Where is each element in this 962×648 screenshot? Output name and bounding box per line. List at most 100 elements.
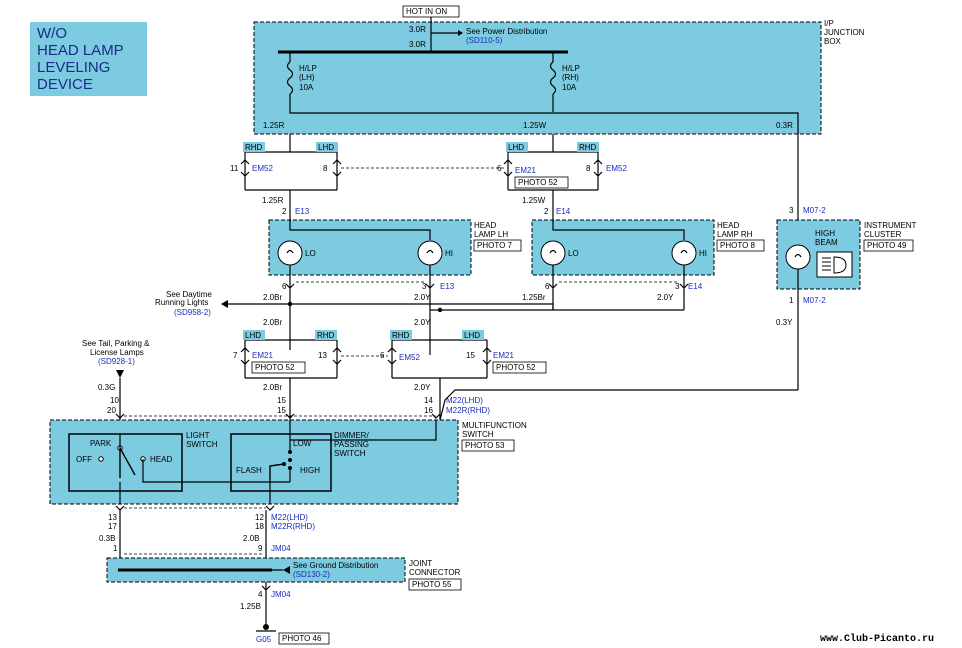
tag-rhd-2: RHD bbox=[579, 143, 597, 152]
title-line-4: DEVICE bbox=[37, 76, 93, 93]
fuse-lh-l2: (LH) bbox=[299, 73, 315, 82]
lamp-connector-chevrons bbox=[285, 283, 689, 289]
hl-lh-hi: HI bbox=[445, 249, 453, 258]
dim-contact-2 bbox=[288, 458, 292, 462]
lh-wire-hi: 2.0Y bbox=[414, 293, 431, 302]
hl-rh-common bbox=[552, 220, 685, 240]
jbox-internal-wire bbox=[289, 112, 799, 134]
mfs-conn-bot-lhd: M22(LHD) bbox=[271, 513, 308, 522]
em52-lh: EM52 bbox=[252, 164, 273, 173]
mid-w-y: 2.0Y bbox=[414, 318, 431, 327]
hl-rh-lo-filament bbox=[549, 249, 557, 254]
hl-lh-wire-in: 1.25R bbox=[262, 196, 284, 205]
see-ground: See Ground Distribution bbox=[293, 561, 378, 570]
mfs-bot-pin-18: 18 bbox=[255, 522, 264, 531]
mfs-conn-top-rhd: M22R(RHD) bbox=[446, 406, 490, 415]
ls-park: PARK bbox=[90, 439, 112, 448]
hl-rh-name-1: HEAD bbox=[717, 221, 739, 230]
hl-rh-name-2: LAMP RH bbox=[717, 230, 753, 239]
photo52-1: PHOTO 52 bbox=[518, 178, 558, 187]
tag-rhd-4: RHD bbox=[392, 331, 410, 340]
fuse-rh-l2: (RH) bbox=[562, 73, 579, 82]
drl-line-1: See Daytime bbox=[166, 290, 212, 299]
pin-8-rh: 8 bbox=[586, 164, 591, 173]
em21-rh: EM21 bbox=[515, 166, 536, 175]
pin-6-em21: 6 bbox=[497, 164, 502, 173]
hl-lh-lo-filament bbox=[286, 249, 294, 254]
dim-high: HIGH bbox=[300, 466, 320, 475]
connector-chevrons-row1 bbox=[240, 159, 603, 177]
hl-rh-pin2: 2 bbox=[544, 207, 549, 216]
mfs-pin-15a: 15 bbox=[277, 396, 286, 405]
tail-line-2: License Lamps bbox=[90, 348, 144, 357]
pin-11: 11 bbox=[230, 164, 239, 173]
ls-contact-off bbox=[98, 456, 104, 462]
tag-rhd-3: RHD bbox=[317, 331, 335, 340]
power-arrow-icon bbox=[458, 30, 463, 36]
power-ref-label: (SD110-5) bbox=[466, 36, 503, 45]
cluster-lamp-1: HIGH bbox=[815, 229, 835, 238]
mfs-bot-pin-13: 13 bbox=[108, 513, 117, 522]
jc-conn-bot: JM04 bbox=[271, 590, 291, 599]
photo52-2: PHOTO 52 bbox=[255, 363, 295, 372]
jbox-name-3: BOX bbox=[824, 37, 842, 46]
mfs-bot-pin-17: 17 bbox=[108, 522, 117, 531]
connector-chevrons-row2 bbox=[240, 347, 492, 365]
ls-head: HEAD bbox=[150, 455, 172, 464]
ground-photo: PHOTO 46 bbox=[282, 634, 322, 643]
mid-w-y2: 2.0Y bbox=[414, 383, 431, 392]
jc-pin-9: 9 bbox=[258, 544, 263, 553]
mfs-photo: PHOTO 53 bbox=[465, 441, 505, 450]
hl-lh-common bbox=[289, 220, 431, 240]
dimmer-l3: SWITCH bbox=[334, 449, 366, 458]
tail-pin-20: 20 bbox=[107, 406, 116, 415]
mid-w-br: 2.0Br bbox=[263, 318, 282, 327]
ground-node bbox=[263, 624, 269, 630]
jbox-out-r: 0.3R bbox=[776, 121, 793, 130]
ground-dist-arrow-icon bbox=[283, 566, 290, 574]
rh-wire-lo: 1.25Br bbox=[522, 293, 546, 302]
watermark: www.Club-Picanto.ru bbox=[820, 633, 934, 645]
em52-lower: EM52 bbox=[399, 353, 420, 362]
junction-box bbox=[253, 21, 822, 135]
cluster-name-1: INSTRUMENT bbox=[864, 221, 917, 230]
hl-rh-photo: PHOTO 8 bbox=[720, 241, 756, 250]
joint-photo: PHOTO 55 bbox=[412, 580, 452, 589]
gnd-w-l: 0.3B bbox=[99, 534, 115, 543]
title-box bbox=[30, 22, 147, 96]
photo52-box-2 bbox=[251, 361, 306, 374]
cluster-conn-bot: M07-2 bbox=[803, 296, 826, 305]
ground-photo-box bbox=[278, 632, 330, 645]
rh-pin3: 3 bbox=[675, 282, 680, 291]
pin-7: 7 bbox=[233, 351, 238, 360]
title-line-3: LEVELING bbox=[37, 59, 110, 76]
lo-bus bbox=[290, 303, 554, 310]
photo52-3: PHOTO 52 bbox=[496, 363, 536, 372]
cluster-conn-top: M07-2 bbox=[803, 206, 826, 215]
tag-lhd-1-bg bbox=[316, 142, 338, 152]
dim-arm bbox=[269, 463, 285, 480]
tail-pin-10: 10 bbox=[110, 396, 119, 405]
hl-lh-hi-lamp-icon bbox=[417, 240, 443, 266]
tag-lhd-2: LHD bbox=[508, 143, 524, 152]
ls-internal bbox=[119, 434, 290, 483]
drl-arrow-icon bbox=[221, 300, 228, 308]
lh-wire-lo: 2.0Br bbox=[263, 293, 282, 302]
dimmer-l1: DIMMER/ bbox=[334, 431, 369, 440]
hl-lh-name-1: HEAD bbox=[474, 221, 496, 230]
dim-flash: FLASH bbox=[236, 466, 262, 475]
fuse-rh-icon bbox=[549, 61, 557, 95]
jbox-name-2: JUNCTION bbox=[824, 28, 865, 37]
light-switch-frame bbox=[68, 433, 183, 492]
lh-pin3: 3 bbox=[422, 282, 427, 291]
hl-lh-lo-lamp-icon bbox=[277, 240, 303, 266]
cluster-pin3: 3 bbox=[789, 206, 794, 215]
jbox-out-l: 1.25R bbox=[263, 121, 285, 130]
tail-line-1: See Tail, Parking & bbox=[82, 339, 150, 348]
pin-15: 15 bbox=[466, 351, 475, 360]
cluster-wire-out: 0.3Y bbox=[776, 318, 793, 327]
lh-pin6: 6 bbox=[282, 282, 287, 291]
joint-photo-box bbox=[408, 578, 462, 591]
drl-line-2: Running Lights bbox=[155, 298, 208, 307]
